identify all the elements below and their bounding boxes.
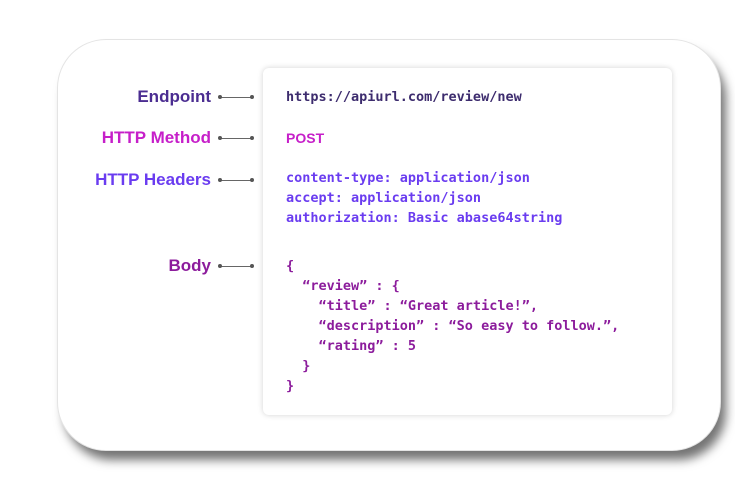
header-line: accept: application/json <box>286 190 482 206</box>
body-line: “rating” : 5 <box>286 338 417 354</box>
body-line: “title” : “Great article!”, <box>286 298 538 314</box>
body-connector <box>218 264 254 268</box>
body-line: } <box>286 358 311 374</box>
endpoint-url: https://apiurl.com/review/new <box>286 89 522 105</box>
headers-label: HTTP Headers <box>95 170 211 189</box>
method-value: POST <box>286 130 325 146</box>
header-line: authorization: Basic abase64string <box>286 210 563 226</box>
body-line: { <box>286 258 295 274</box>
body-label: Body <box>168 256 212 275</box>
endpoint-label: Endpoint <box>137 87 211 106</box>
body-line: } <box>286 378 295 394</box>
endpoint-connector <box>218 95 254 99</box>
headers-block: content-type: application/json accept: ap… <box>286 168 562 228</box>
method-connector <box>218 136 254 140</box>
header-line: content-type: application/json <box>286 170 530 186</box>
request-panel <box>263 68 672 415</box>
headers-connector <box>218 178 254 182</box>
body-line: “review” : { <box>286 278 400 294</box>
body-line: “description” : “So easy to follow.”, <box>286 318 620 334</box>
method-label: HTTP Method <box>101 128 211 147</box>
body-block: { “review” : { “title” : “Great article!… <box>286 256 619 396</box>
